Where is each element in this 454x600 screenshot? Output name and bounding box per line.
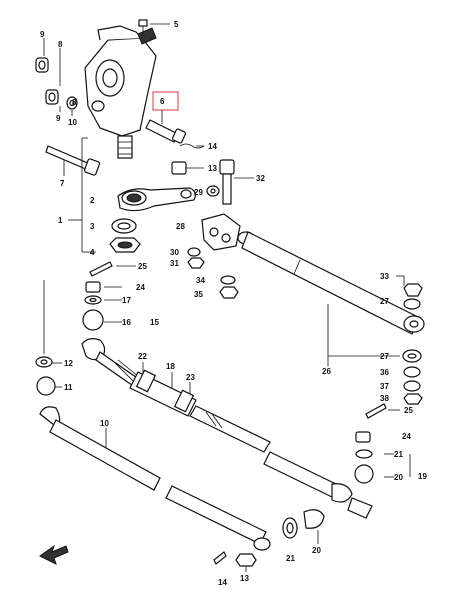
castle-nut-part-24-left [85,281,122,293]
callout-37: 37 [380,382,389,391]
center-rod-part-10 [39,406,271,551]
washer-part-34 [220,275,236,285]
steering-gear-box [84,25,157,159]
washer-part-30 [187,247,201,257]
callout-2: 2 [90,196,95,205]
damper-bracket-part-28 [201,213,255,251]
callout-26: 26 [322,367,331,376]
callout-17: 17 [122,296,131,305]
nut-part-31 [187,257,205,269]
callout-21-lower: 21 [286,554,295,563]
washer-part-29 [206,185,220,197]
callout-38: 38 [380,394,389,403]
cotter-pin-14-upper [179,143,205,149]
callout-34: 34 [196,276,205,285]
callout-5: 5 [174,20,179,29]
callout-24-left: 24 [136,283,145,292]
callout-25-upper: 25 [138,262,147,271]
ball-joint-part-20-lower [303,509,325,544]
callout-9-upper: 9 [40,30,45,39]
nut-part-4 [109,237,141,253]
sleeve-rod-inner [189,405,271,453]
callout-25-lower: 25 [404,406,413,415]
callout-27-upper: 27 [380,297,389,306]
pitman-arm-part-2 [117,187,196,212]
damper-bracket-leads [327,304,400,366]
callout-10-lower: 10 [100,419,109,428]
callout-23: 23 [186,373,195,382]
callout-14-upper: 14 [208,142,217,151]
callout-30: 30 [170,248,179,257]
callout-9-lower: 9 [56,114,61,123]
adjusting-sleeve-part-18 [129,369,197,417]
seal-part-12 [35,356,62,368]
callout-15: 15 [150,318,159,327]
tie-rod-end-right-parts [354,431,411,484]
callout-8-lower: 8 [72,98,77,107]
callout-35: 35 [194,290,203,299]
callout-22: 22 [138,352,147,361]
ball-joint-part-11 [36,376,62,396]
seal-part-21-lower [282,517,298,539]
callout-28: 28 [176,222,185,231]
steering-damper-part-26 [241,231,425,335]
callout-7: 7 [60,179,65,188]
castle-nut-13-lower [235,553,257,572]
callout-6: 6 [160,97,165,106]
bolt-part-6 [145,91,187,144]
highlight-box-6 [152,91,179,111]
cotter-pin-25-upper [89,261,136,277]
callout-11: 11 [64,383,73,392]
bolt-part-32 [219,159,254,205]
castle-nut-13-upper [171,161,204,175]
washer-part-3 [111,218,137,234]
ball-joint-part-16 [82,309,122,331]
nut-washer-group-left [35,38,105,116]
callout-8-upper: 8 [58,40,63,49]
bolt-part-5 [138,19,170,36]
tie-rod-end-left [81,338,141,389]
callout-18: 18 [166,362,175,371]
clamp-leads [142,362,191,394]
damper-hardware-right [396,275,423,405]
callout-13-upper: 13 [208,164,217,173]
callout-19: 19 [418,472,427,481]
callout-16: 16 [122,318,131,327]
nut-part-35 [219,286,239,299]
callout-29: 29 [194,188,203,197]
cotter-pin-14-lower [213,551,227,565]
callout-31: 31 [170,259,179,268]
callout-27-lower: 27 [380,352,389,361]
callout-12: 12 [64,359,73,368]
callout-3: 3 [90,222,95,231]
bolt-part-7 [45,145,101,176]
callout-20-lower: 20 [312,546,321,555]
front-direction-arrow-icon [39,544,69,565]
tie-rod-right [263,451,373,519]
seal-part-17 [84,295,122,305]
callout-36: 36 [380,368,389,377]
callout-4: 4 [90,248,95,257]
callout-33: 33 [380,272,389,281]
callout-1: 1 [58,216,63,225]
callout-21-right: 21 [394,450,403,459]
bracket-1-leads [68,137,96,253]
callout-14-lower: 14 [218,578,227,587]
callout-24-right: 24 [402,432,411,441]
callout-20-right: 20 [394,473,403,482]
callout-32: 32 [256,174,265,183]
cotter-pin-25-lower [365,403,400,419]
callout-13-lower: 13 [240,574,249,583]
callout-10-upper: 10 [68,118,77,127]
